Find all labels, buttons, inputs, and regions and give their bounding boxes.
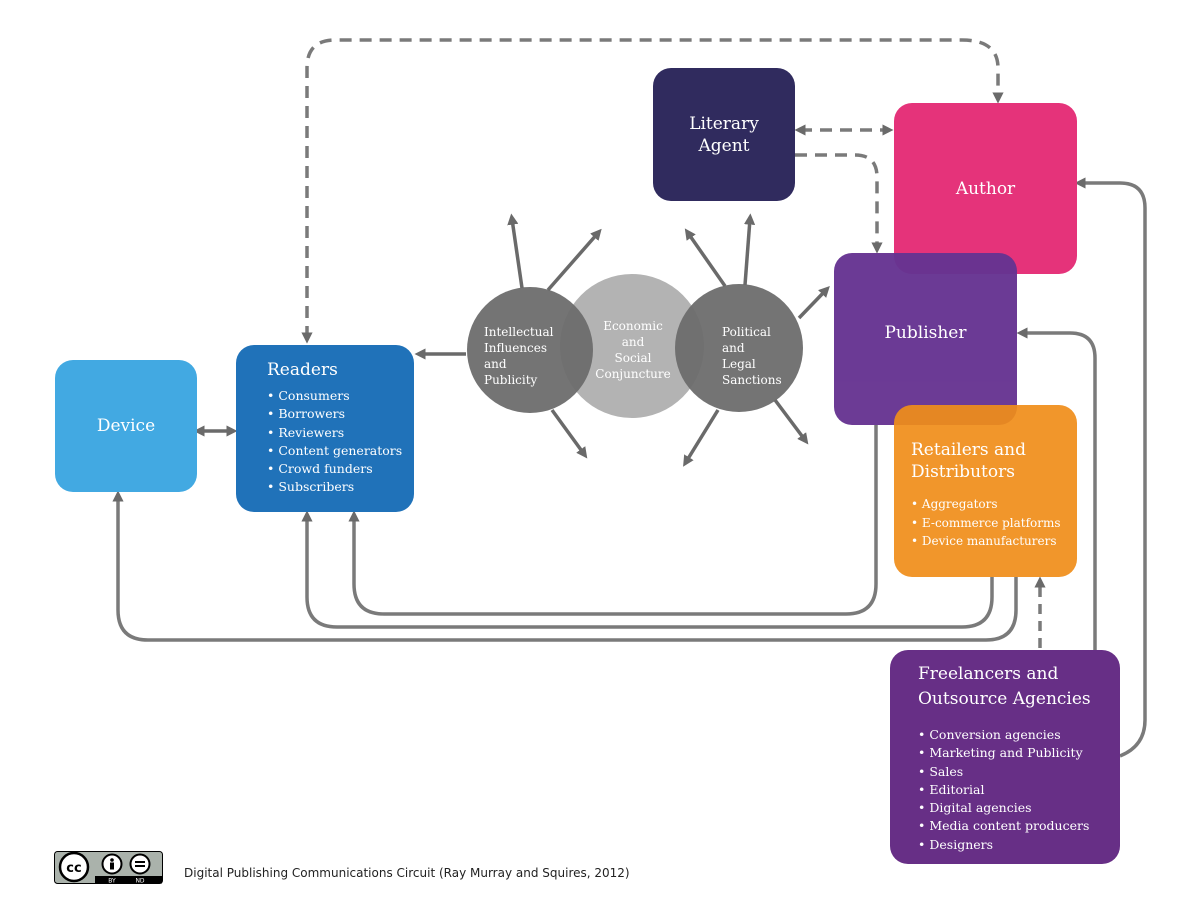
label-line: and (484, 357, 507, 371)
list-item: Crowd funders (267, 460, 414, 478)
label-line: and (621, 335, 645, 349)
literary-agent-node: Literary Agent (653, 68, 795, 201)
list-item: Conversion agencies (918, 726, 1120, 744)
license-by-text: BY (108, 878, 116, 885)
retailers-title-line2: Distributors (911, 462, 1015, 482)
readers-title: Readers (267, 360, 338, 380)
influence-arrow (684, 228, 727, 288)
list-item: Subscribers (267, 478, 414, 496)
connector-retailers-device (112, 490, 1018, 642)
label-line: Legal (722, 357, 756, 371)
label-line: Political (722, 325, 771, 339)
literary-agent-label: Literary Agent (689, 113, 759, 157)
label-line: Publicity (484, 373, 538, 387)
retailers-list: Aggregators E-commerce platforms Device … (911, 495, 1077, 551)
circle-economic-social (560, 274, 704, 418)
readers-node: Readers Consumers Borrowers Reviewers Co… (236, 345, 414, 512)
label-line: and (722, 341, 745, 355)
label-line: Literary (689, 113, 759, 134)
influence-arrows (507, 213, 830, 467)
footer-caption: Digital Publishing Communications Circui… (184, 866, 630, 880)
list-item: E-commerce platforms (911, 514, 1077, 533)
cc-by-nd-icon: cc BY ND (54, 851, 163, 885)
retailers-node: Retailers and Distributors Aggregators E… (894, 405, 1077, 577)
influence-arrow (773, 398, 809, 445)
list-item: Media content producers (918, 817, 1120, 835)
influence-arrow (743, 213, 756, 286)
connector-retailers-readers (301, 510, 994, 629)
economic-social-label: Economic and Social Conjuncture (588, 318, 678, 382)
list-item: Editorial (918, 781, 1120, 799)
device-label: Device (96, 416, 156, 436)
list-item: Content generators (267, 442, 414, 460)
label-line: Sanctions (722, 373, 782, 387)
connector-author-readers-dashed (301, 38, 1004, 344)
label-line: Social (614, 351, 652, 365)
influence-arrow (683, 409, 720, 467)
list-item: Sales (918, 763, 1120, 781)
freelancers-title-line2: Outsource Agencies (918, 689, 1091, 709)
freelancers-title-line1: Freelancers and (918, 664, 1059, 684)
list-item: Designers (918, 836, 1120, 854)
list-item: Digital agencies (918, 799, 1120, 817)
circle-intellectual-influences (467, 287, 593, 413)
list-item: Marketing and Publicity (918, 744, 1120, 762)
connector-agent-publisher-dashed (795, 153, 883, 254)
svg-text:cc: cc (66, 861, 81, 876)
readers-list: Consumers Borrowers Reviewers Content ge… (267, 387, 414, 497)
label-line: Agent (698, 135, 750, 156)
list-item: Device manufacturers (911, 532, 1077, 551)
connector-publisher-readers (348, 425, 878, 616)
freelancers-list: Conversion agencies Marketing and Public… (918, 726, 1120, 854)
political-legal-label: Political and Legal Sanctions (722, 324, 802, 388)
list-item: Reviewers (267, 424, 414, 442)
list-item: Aggregators (911, 495, 1077, 514)
intellectual-influences-label: Intellectual Influences and Publicity (484, 324, 564, 388)
influence-arrow (546, 228, 602, 292)
label-line: Influences (484, 341, 548, 355)
author-label: Author (955, 178, 1016, 199)
influence-arrow (507, 213, 524, 289)
influence-arrow (550, 408, 588, 459)
list-item: Borrowers (267, 405, 414, 423)
publisher-node: Publisher (834, 253, 1017, 425)
device-node: Device (55, 360, 197, 492)
freelancers-node: Freelancers and Outsource Agencies Conve… (890, 650, 1120, 864)
connector-freelancers-publisher (1016, 327, 1097, 650)
label-line: Intellectual (484, 325, 554, 339)
publisher-label: Publisher (884, 323, 967, 343)
circle-political-legal (675, 284, 803, 412)
license-nd-text: ND (135, 878, 144, 885)
label-line: Economic (603, 319, 663, 333)
connector-freelancers-author (1074, 177, 1147, 758)
label-line: Conjuncture (595, 367, 671, 381)
retailers-title-line1: Retailers and (911, 440, 1026, 460)
list-item: Consumers (267, 387, 414, 405)
influence-arrow (797, 285, 830, 320)
author-node: Author (894, 103, 1077, 274)
